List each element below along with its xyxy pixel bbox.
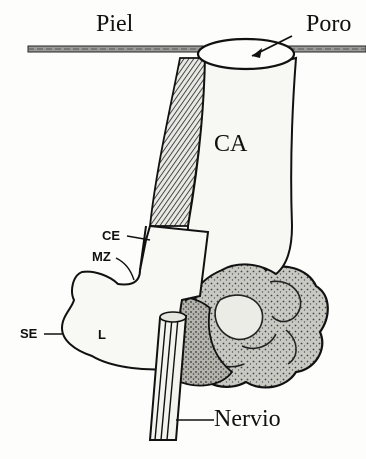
skin-label: Piel [96,12,133,36]
se-label: SE [20,327,37,340]
pore-opening [198,39,294,69]
skin-line [28,46,366,52]
nerve-label: Nervio [214,407,281,431]
l-label: L [98,328,106,341]
ce-label: CE [102,229,120,242]
pore-label: Poro [306,12,351,36]
canal-label: CA [214,132,247,156]
mz-pointer [116,258,134,280]
mz-label: MZ [92,250,111,263]
